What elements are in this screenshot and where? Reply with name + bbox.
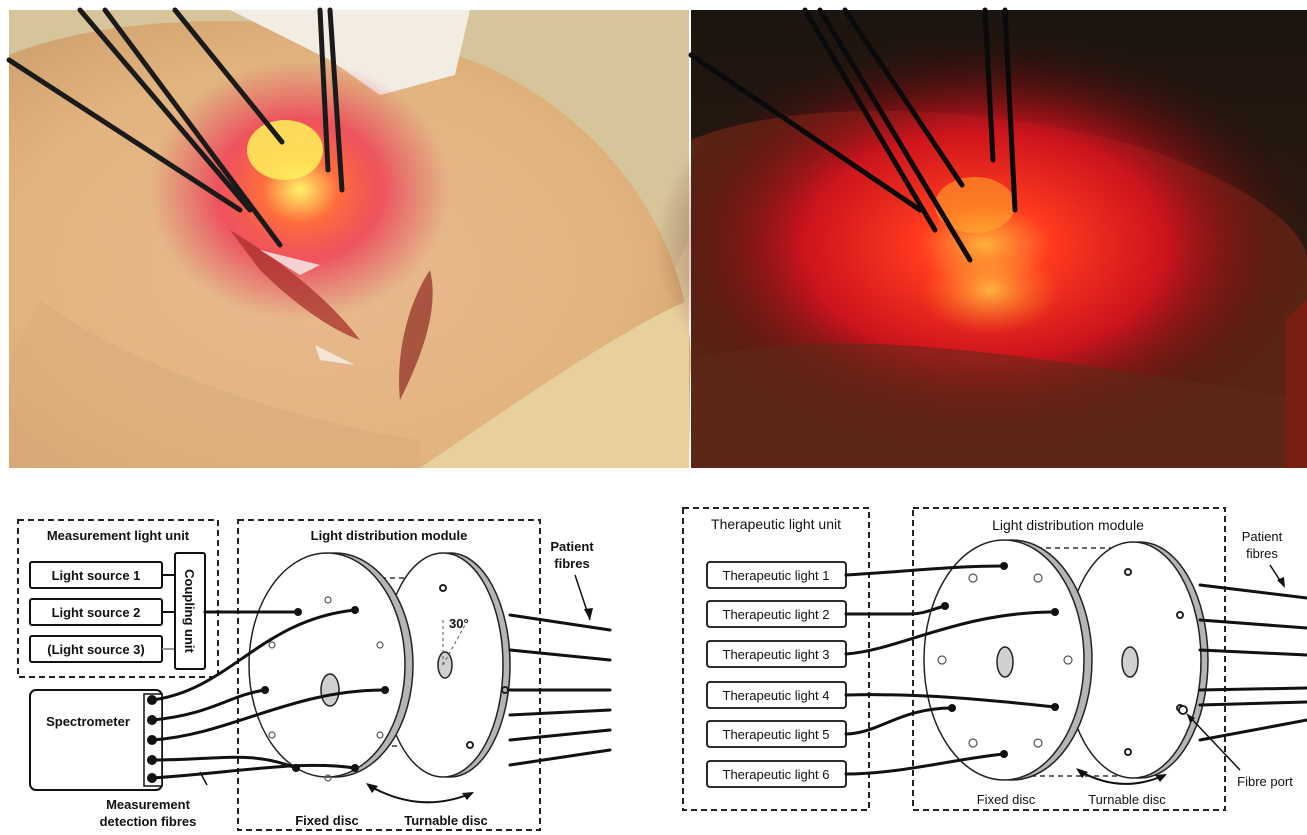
therapeutic-light-label: Therapeutic light 4: [723, 688, 830, 703]
distribution-module-title: Light distribution module: [311, 528, 468, 543]
turnable-disc-label: Turnable disc: [404, 813, 488, 828]
photo-right-illuminated: [655, 10, 1307, 468]
turnable-disc-label-right: Turnable disc: [1088, 792, 1166, 807]
light-source-label: Light source 1: [52, 568, 141, 583]
patient-fibres-label: fibres: [554, 556, 589, 571]
spectrometer-label: Spectrometer: [46, 714, 130, 729]
measurement-unit-title: Measurement light unit: [47, 528, 190, 543]
angle-label: 30°: [449, 616, 469, 631]
light-source-label: Light source 2: [52, 605, 141, 620]
therapeutic-light-label: Therapeutic light 1: [723, 568, 830, 583]
left-diagram: Measurement light unit Light source 1 Li…: [18, 520, 610, 830]
therapeutic-light-list: Therapeutic light 1 Therapeutic light 2 …: [707, 562, 846, 787]
detection-fibres-label: Measurement: [106, 797, 190, 812]
therapeutic-light-label: Therapeutic light 3: [723, 647, 830, 662]
fixed-disc-label-right: Fixed disc: [977, 792, 1036, 807]
therapeutic-light-label: Therapeutic light 6: [723, 767, 830, 782]
distribution-module-title-right: Light distribution module: [992, 517, 1144, 533]
therapeutic-light-label: Therapeutic light 5: [723, 727, 830, 742]
photo-left-daylight: [9, 10, 691, 468]
patient-fibres-label-right: fibres: [1246, 546, 1278, 561]
fixed-disc: [249, 553, 405, 777]
light-source-label: (Light source 3): [47, 642, 145, 657]
patient-fibres-label: Patient: [550, 539, 594, 554]
patient-fibres-label-right: Patient: [1242, 529, 1283, 544]
right-diagram: Therapeutic light unit Therapeutic light…: [683, 508, 1307, 810]
fibre-port-label: Fibre port: [1237, 774, 1293, 789]
therapeutic-light-label: Therapeutic light 2: [723, 607, 830, 622]
detection-fibres-label: detection fibres: [100, 814, 197, 829]
coupling-unit-label: Coupling unit: [182, 569, 197, 653]
spectrometer-box: [30, 690, 162, 790]
fixed-disc-label: Fixed disc: [295, 813, 359, 828]
therapeutic-unit-title: Therapeutic light unit: [711, 516, 841, 532]
